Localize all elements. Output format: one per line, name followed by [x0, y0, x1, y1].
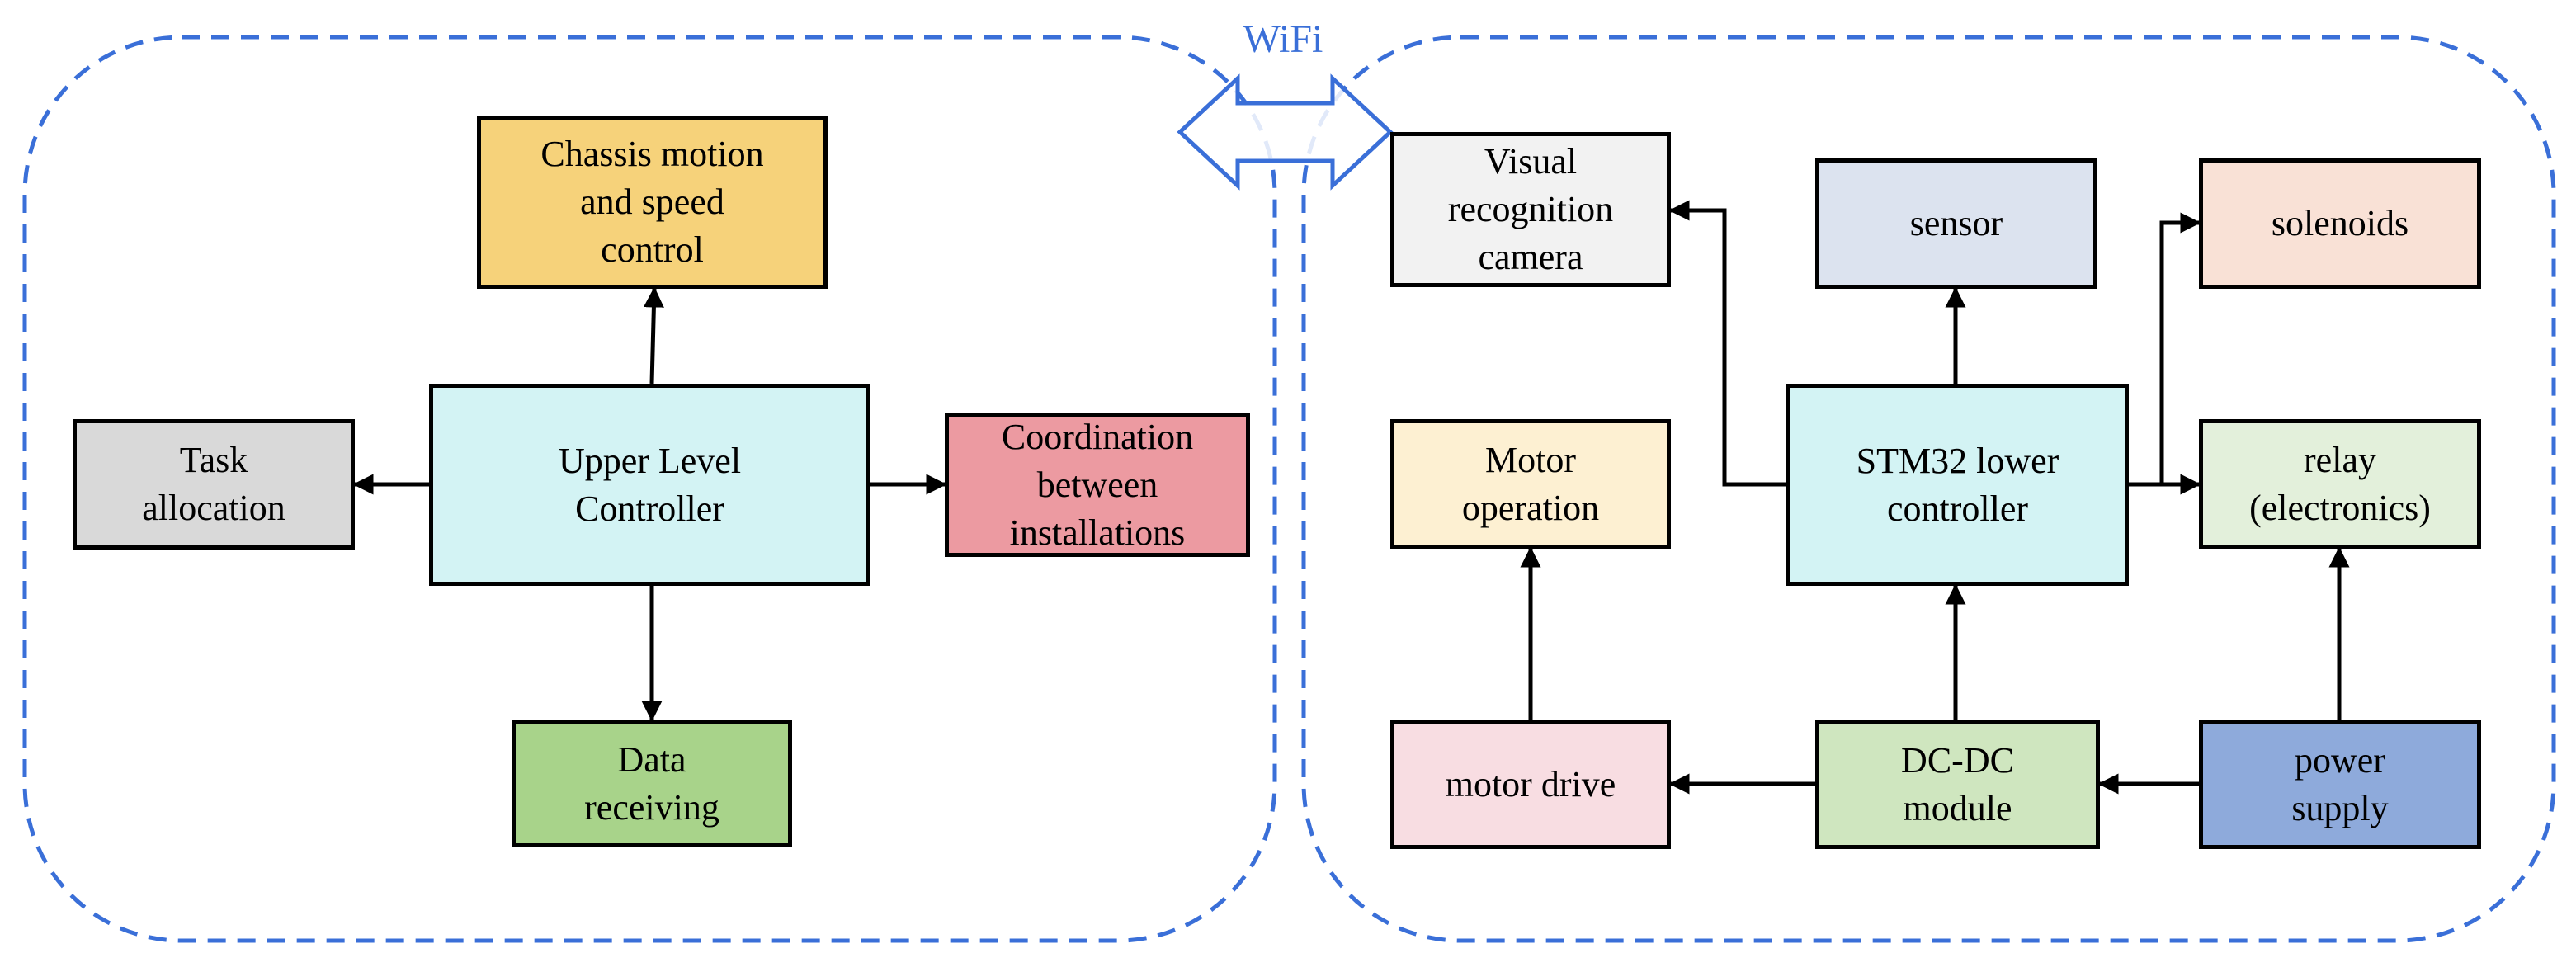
- sensor-node: sensor: [1815, 158, 2097, 289]
- stm32-controller-node: STM32 lower controller: [1786, 384, 2129, 586]
- dcdc-module-label: DC-DC module: [1901, 739, 2014, 828]
- chassis-motion-node: Chassis motion and speed control: [477, 116, 828, 289]
- edge-upper-to-chassis: [643, 286, 664, 385]
- task-allocation-label: Task allocation: [142, 440, 285, 528]
- coordination-label: Coordination between installations: [1001, 416, 1194, 553]
- data-receiving-label: Data receiving: [584, 738, 719, 828]
- motor-operation-node: Motor operation: [1390, 419, 1671, 549]
- edge-stm32-to-camera: [1668, 200, 1786, 487]
- task-allocation-node: Task allocation: [73, 419, 355, 550]
- coordination-node: Coordination between installations: [945, 413, 1250, 557]
- visual-camera-label: Visual recognition camera: [1447, 141, 1614, 277]
- upper-level-controller-label: Upper Level Controller: [558, 440, 742, 529]
- data-receiving-node: Data receiving: [512, 720, 792, 847]
- solenoids-node: solenoids: [2199, 158, 2481, 289]
- upper-level-controller-node: Upper Level Controller: [429, 384, 870, 586]
- connectors: [352, 200, 2350, 795]
- motor-operation-label: Motor operation: [1461, 439, 1600, 528]
- power-supply-label: power supply: [2291, 739, 2389, 828]
- solenoids-label: solenoids: [2271, 203, 2409, 243]
- visual-camera-node: Visual recognition camera: [1390, 132, 1671, 287]
- relay-node: relay (electronics): [2199, 419, 2481, 549]
- dcdc-module-node: DC-DC module: [1815, 720, 2100, 849]
- wifi-double-arrow-icon: [1177, 73, 1394, 191]
- relay-label: relay (electronics): [2249, 439, 2431, 528]
- motor-drive-node: motor drive: [1390, 720, 1671, 849]
- power-supply-node: power supply: [2199, 720, 2481, 849]
- wifi-label: WiFi: [1243, 17, 1323, 61]
- chassis-motion-label: Chassis motion and speed control: [540, 134, 764, 270]
- motor-drive-label: motor drive: [1445, 763, 1616, 804]
- stm32-controller-label: STM32 lower controller: [1856, 440, 2059, 529]
- edge-stm32-to-solenoids: [2129, 212, 2201, 487]
- sensor-label: sensor: [1909, 203, 2003, 243]
